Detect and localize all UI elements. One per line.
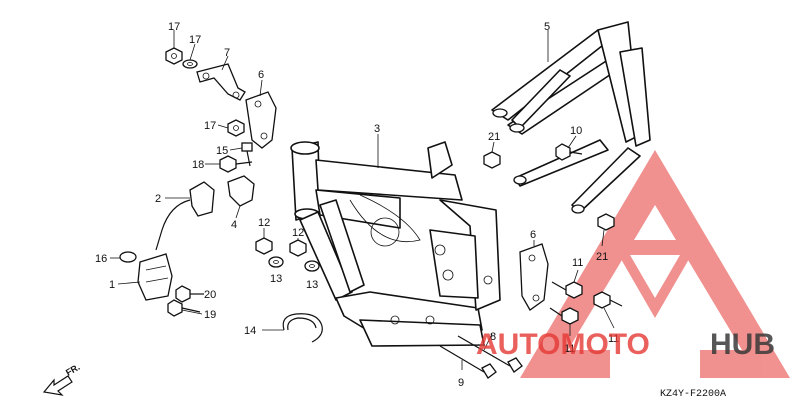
front-direction-arrow-icon: FR. xyxy=(42,362,82,396)
bolt-11-b-icon xyxy=(593,291,623,309)
callout-6-left: 6 xyxy=(258,69,264,81)
collar-13-left-icon xyxy=(268,256,284,268)
callout-12-right: 12 xyxy=(292,227,304,239)
callout-13-left: 13 xyxy=(270,273,282,285)
callout-17-mid: 17 xyxy=(204,120,216,132)
collar-12-right-icon xyxy=(289,239,307,257)
callout-11-b: 11 xyxy=(608,333,619,345)
callout-5: 5 xyxy=(544,21,550,33)
collar-13-right-icon xyxy=(304,260,320,272)
bolt-19-icon xyxy=(167,299,201,317)
bracket-4-icon xyxy=(227,175,255,207)
callout-20: 20 xyxy=(204,289,216,301)
nut-17-mid-icon xyxy=(227,119,245,137)
watermark-text: AUTOMOTO HUB xyxy=(476,328,775,361)
callout-11-c: 11 xyxy=(564,343,575,355)
callout-17-washer: 17 xyxy=(189,34,201,46)
callout-14: 14 xyxy=(244,325,256,337)
bolt-18-icon xyxy=(219,155,253,173)
bolt-10-icon xyxy=(555,143,583,161)
callout-21-left: 21 xyxy=(488,131,500,143)
bolt-21-right-icon xyxy=(597,213,615,231)
watermark-brand-left: AUTOMOTO xyxy=(476,328,650,361)
cap-2-icon xyxy=(155,181,215,251)
bracket-7-icon xyxy=(196,63,246,101)
callout-17-top: 17 xyxy=(168,21,180,33)
bolt-21-left-icon xyxy=(483,151,501,169)
band-clip-14-icon xyxy=(282,313,323,343)
callout-10: 10 xyxy=(570,125,582,137)
callout-2: 2 xyxy=(155,193,161,205)
bolt-11-a-icon xyxy=(551,281,583,299)
callout-7: 7 xyxy=(224,47,230,59)
bolt-11-c-icon xyxy=(549,307,579,325)
watermark-brand-right: HUB xyxy=(710,328,775,361)
engine-plate-6-right-icon xyxy=(519,243,549,311)
callout-8: 8 xyxy=(490,331,496,343)
callout-6-right: 6 xyxy=(530,229,536,241)
washer-17-icon xyxy=(182,59,198,69)
nut-17-top-icon xyxy=(165,47,183,65)
callout-4: 4 xyxy=(231,219,237,231)
callout-12-left: 12 xyxy=(258,217,270,229)
main-frame-part xyxy=(290,141,501,347)
callout-21-right: 21 xyxy=(596,251,608,263)
callout-9: 9 xyxy=(458,377,464,389)
callout-13-right: 13 xyxy=(306,279,318,291)
collar-12-left-icon xyxy=(255,237,273,255)
callout-16: 16 xyxy=(95,253,107,265)
ignition-coil-1-icon xyxy=(119,251,173,301)
callout-19: 19 xyxy=(204,309,216,321)
long-bolt-9-icon xyxy=(439,345,497,379)
sub-frame-part xyxy=(491,21,651,214)
callout-3: 3 xyxy=(374,123,380,135)
diagram-code: KZ4Y-F2200A xyxy=(660,389,726,400)
watermark-logo-icon xyxy=(520,150,790,378)
callout-15: 15 xyxy=(216,145,228,157)
callout-18: 18 xyxy=(192,159,204,171)
long-bolt-8-icon xyxy=(457,335,523,373)
callout-1: 1 xyxy=(109,279,115,291)
front-direction-label: FR. xyxy=(64,362,82,378)
leader-lines xyxy=(110,30,615,370)
bolt-15-icon xyxy=(241,142,253,167)
engine-plate-6-left-icon xyxy=(245,91,277,149)
callout-11-a: 11 xyxy=(572,257,583,269)
